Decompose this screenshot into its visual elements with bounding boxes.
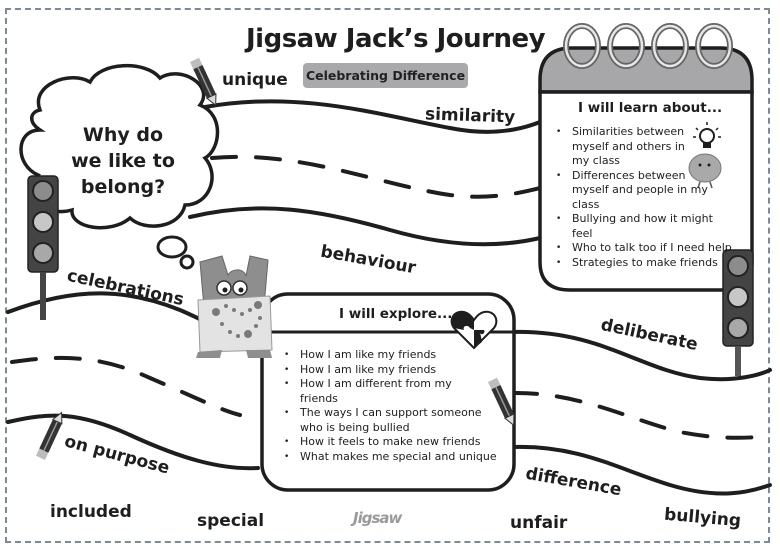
pencil-icon — [35, 411, 63, 460]
word-unfair: unfair — [510, 513, 568, 533]
word-special: special — [197, 511, 265, 531]
learn-item: Differences between myself and people in… — [556, 169, 722, 213]
topic-badge: Celebrating Difference — [303, 63, 468, 88]
right-road-bottom-edge — [511, 444, 772, 496]
thought-bubble-large — [156, 235, 188, 259]
explore-panel-title: I will explore... — [339, 306, 453, 322]
page-title: Jigsaw Jack’s Journey — [246, 24, 546, 54]
learn-item: Strategies to make friends — [556, 256, 736, 271]
thought-bubble-small — [179, 254, 195, 270]
upper-road-top-edge — [203, 99, 542, 134]
explore-item: The ways I can support someone who is be… — [284, 406, 490, 435]
explore-item: How I am like my friends — [284, 348, 484, 363]
word-unique: unique — [222, 70, 288, 90]
question-line: we like to — [71, 150, 175, 172]
puzzle-heart-icon — [450, 310, 498, 350]
question-line: Why do — [82, 124, 164, 146]
jigsaw-jack-character — [196, 255, 273, 358]
learn-panel-title: I will learn about... — [578, 100, 723, 116]
upper-road-bottom-edge — [188, 206, 542, 247]
word-included: included — [50, 502, 132, 522]
pencil-icon — [190, 57, 217, 107]
thought-cloud-question: Why do we like to belong? — [68, 122, 178, 200]
explore-item: How it feels to make new friends — [284, 435, 484, 450]
learn-item: Who to talk too if I need help — [556, 241, 736, 256]
right-road-top-edge — [511, 329, 772, 382]
page-frame — [5, 8, 770, 543]
lower-road-centre-line — [10, 355, 242, 417]
word-similarity: similarity — [424, 104, 516, 128]
learn-item: Bullying and how it might feel — [556, 212, 736, 241]
lower-road-bottom-edge — [6, 413, 260, 471]
thought-cloud — [19, 64, 220, 230]
explore-item: What makes me special and unique — [284, 450, 510, 465]
learn-list: Similarities between myself and others i… — [556, 125, 736, 270]
question-line: belong? — [80, 176, 166, 198]
jigsaw-logo: Jigsaw — [353, 509, 402, 527]
traffic-light-right — [722, 249, 754, 376]
explore-item: How I am like my friends — [284, 363, 484, 378]
traffic-light-left — [27, 175, 59, 320]
pencil-icon — [488, 377, 515, 427]
learn-item: Similarities between myself and others i… — [556, 125, 692, 169]
explore-item: How I am different from my friends — [284, 377, 460, 406]
upper-road-centre-line — [210, 154, 542, 199]
explore-list: How I am like my friends How I am like m… — [284, 348, 497, 464]
right-road-centre-line — [511, 390, 772, 440]
